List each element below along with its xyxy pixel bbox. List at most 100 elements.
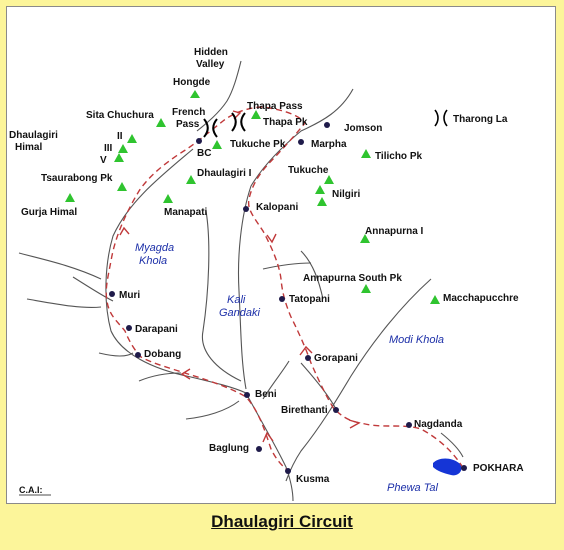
peak-label-tsaurabong: Tsaurabong Pk	[41, 173, 113, 184]
map: Hongde Sita Chuchura II III V Dhaulagiri…	[9, 47, 524, 502]
peak-marker-gurja	[65, 193, 75, 202]
river-label-modi: Modi Khola	[389, 334, 444, 346]
town-dot-nagdanda	[406, 422, 412, 428]
place-label-beni: Beni	[255, 389, 277, 400]
peak-marker-macchapucchre	[430, 295, 440, 304]
peak-label-sita: Sita Chuchura	[86, 110, 154, 121]
town-dot-dobang	[135, 352, 141, 358]
peak-marker-tukuche-2	[324, 175, 334, 184]
river-trib-8	[262, 262, 312, 270]
place-label-marpha: Marpha	[311, 139, 347, 150]
place-label-gorapani: Gorapani	[314, 353, 358, 364]
trek-arrow-3	[266, 233, 277, 244]
peak-marker-tilicho	[361, 149, 371, 158]
trek-arrow-1	[119, 226, 130, 236]
river-trib-13	[138, 372, 182, 382]
peak-label-hongde: Hongde	[173, 77, 211, 88]
place-label-darapani: Darapani	[135, 324, 178, 335]
place-label-dobang: Dobang	[144, 349, 181, 360]
town-dot-jomson	[324, 122, 330, 128]
peak-marker-nilgiri-1	[315, 185, 325, 194]
place-label-jomson: Jomson	[344, 123, 382, 134]
town-dot-bc	[196, 138, 202, 144]
kali-line1: Kali	[227, 294, 246, 306]
peak-label-annapurna-south: Annapurna South Pk	[303, 273, 402, 284]
river-trib-6	[196, 60, 242, 132]
kali-line2: Gandaki	[219, 307, 261, 319]
peak-label-dh3: III	[104, 143, 113, 154]
peak-label-thapa-pk: Thapa Pk	[263, 117, 308, 128]
town-dot-beni	[244, 392, 250, 398]
river-label-myagda: Myagda Khola	[135, 242, 177, 267]
pass-label-french: French Pass	[172, 107, 208, 130]
peak-label-nilgiri: Nilgiri	[332, 189, 361, 200]
place-label-birethanti: Birethanti	[281, 405, 328, 416]
map-frame: Hongde Sita Chuchura II III V Dhaulagiri…	[6, 6, 556, 504]
place-label-bc: BC	[197, 148, 211, 159]
town-dot-kalopani	[243, 206, 249, 212]
peak-marker-nilgiri-2	[317, 197, 327, 206]
river-trib-11	[262, 360, 290, 400]
peak-label-dhaulagiri-himal: Dhaulagiri Himal	[9, 130, 61, 153]
peak-labels: Hongde Sita Chuchura II III V Dhaulagiri…	[9, 77, 519, 304]
place-label-hidden-valley: Hidden Valley	[194, 47, 231, 70]
peak-marker-sita	[156, 118, 166, 127]
peak-marker-manapati	[163, 194, 173, 203]
peak-marker-tsaurabong	[117, 182, 127, 191]
place-label-pokhara: POKHARA	[473, 463, 524, 474]
peak-markers	[65, 90, 440, 304]
pass-labels: French Pass Thapa Pass Tharong La	[172, 101, 508, 130]
trek-arrow-4	[299, 345, 313, 356]
town-dot-muri	[109, 291, 115, 297]
peak-label-tilicho: Tilicho Pk	[375, 151, 422, 162]
pass-icon-tharong-la	[434, 109, 448, 127]
place-label-kusma: Kusma	[296, 474, 330, 485]
river-label-kali-gandaki: Kali Gandaki	[219, 294, 261, 319]
trek-arrow-6	[180, 368, 191, 380]
town-dot-kusma	[285, 468, 291, 474]
pass-icon-thapa	[231, 112, 246, 132]
river-trib-5	[201, 210, 242, 382]
town-dot-tatopani	[279, 296, 285, 302]
peak-marker-hongde	[190, 90, 200, 98]
pass-markers	[203, 109, 448, 138]
peak-marker-dh2	[127, 134, 137, 143]
river-trib-2	[26, 298, 102, 308]
river-trib-4	[98, 352, 134, 357]
trek-arrow-5	[348, 419, 361, 429]
river-trib-3	[72, 276, 114, 302]
river-modi	[285, 278, 432, 482]
peak-label-manapati: Manapati	[164, 207, 208, 218]
town-dot-pokhara	[461, 465, 467, 471]
town-dot-gorapani	[305, 355, 311, 361]
place-label-tukuche: Tukuche	[288, 165, 329, 176]
town-dot-birethanti	[333, 407, 339, 413]
river-trib-1	[18, 252, 102, 280]
town-dot-darapani	[126, 325, 132, 331]
peak-label-macchapucchre: Macchapucchre	[443, 293, 519, 304]
river-labels: Myagda Khola Kali Gandaki Modi Khola Phe…	[135, 242, 444, 494]
town-dot-marpha	[298, 139, 304, 145]
trek-arrow-7	[262, 431, 274, 443]
trek-arrow-2	[232, 110, 242, 120]
place-label-baglung: Baglung	[209, 443, 249, 454]
pass-label-thapa: Thapa Pass	[247, 101, 303, 112]
place-labels: Hidden Valley BC Jomson Marpha Tukuche K…	[119, 47, 524, 485]
place-label-tatopani: Tatopani	[289, 294, 330, 305]
peak-label-dh5: V	[100, 155, 107, 166]
lake-phewa-tal	[433, 458, 462, 476]
river-kali-gandaki	[237, 88, 354, 390]
peak-marker-dh5	[114, 153, 124, 162]
peak-marker-dhaulagiri-1	[186, 175, 196, 184]
river-trib-7	[300, 250, 324, 300]
peak-marker-dh3	[118, 144, 128, 153]
hidden-valley-line1: Hidden	[194, 47, 228, 58]
peak-label-dh2: II	[117, 131, 123, 142]
pass-icon-french	[203, 118, 218, 138]
dhaulagiri-himal-line1: Dhaulagiri	[9, 130, 58, 141]
river-lower	[245, 392, 294, 502]
place-label-muri: Muri	[119, 290, 140, 301]
town-markers	[109, 122, 467, 474]
place-label-kalopani: Kalopani	[256, 202, 298, 213]
hidden-valley-line2: Valley	[196, 59, 225, 70]
